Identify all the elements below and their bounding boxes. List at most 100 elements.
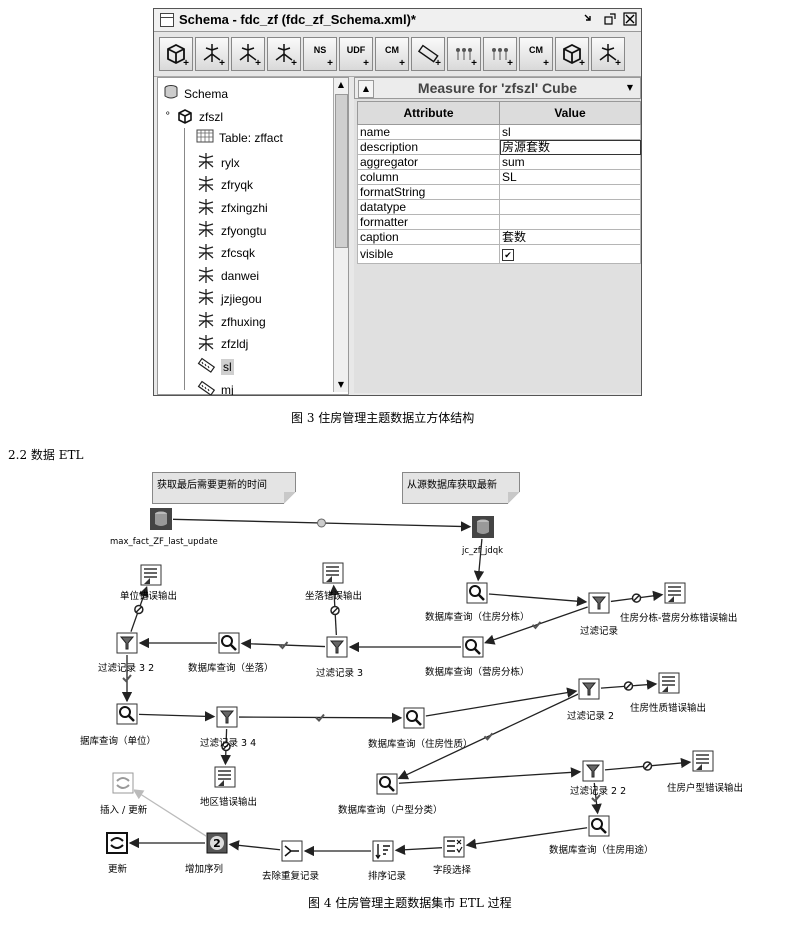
scroll-down-icon[interactable]: ▼ (337, 380, 345, 389)
etl-step-query-yingfang[interactable] (462, 636, 484, 658)
scroll-up-icon[interactable]: ▲ (337, 80, 345, 89)
etl-hop[interactable] (132, 789, 208, 838)
collapse-icon[interactable]: ▲ (358, 80, 374, 98)
etl-hop[interactable] (465, 827, 588, 849)
tree-item-schema[interactable]: Schema (163, 84, 228, 103)
level-add-button[interactable]: + (447, 37, 481, 71)
etl-step-filter3[interactable] (326, 636, 348, 658)
virtual-cube-button[interactable]: + (555, 37, 589, 71)
property-value[interactable] (499, 199, 641, 215)
etl-step-query-huxing[interactable] (376, 773, 398, 795)
etl-step-query-zuoluo[interactable] (218, 632, 240, 654)
column-header-attribute[interactable]: Attribute (357, 101, 500, 125)
etl-step-jc-zf[interactable] (472, 516, 494, 538)
etl-step-filter2[interactable] (578, 678, 600, 700)
etl-hop[interactable] (138, 711, 216, 722)
udf-add-button[interactable]: UDF+ (339, 37, 373, 71)
restore-icon[interactable] (602, 11, 618, 27)
tree-expand-icon[interactable]: ⚬ (164, 107, 172, 118)
tree-item-rylx[interactable]: rylx (196, 152, 240, 173)
property-row[interactable]: formatString (357, 184, 641, 200)
property-value[interactable]: ✔ (499, 244, 641, 264)
etl-hop[interactable] (397, 693, 579, 780)
etl-step-xingzhi-err[interactable] (658, 672, 680, 694)
tree-item-zfcsqk[interactable]: zfcsqk (196, 243, 255, 264)
property-row[interactable]: datatype (357, 199, 641, 215)
etl-step-query-yongtu[interactable] (588, 815, 610, 837)
property-value[interactable]: sl (499, 124, 641, 140)
etl-step-max-fact[interactable] (150, 508, 172, 530)
etl-f-icon (326, 636, 348, 662)
etl-hop[interactable] (240, 638, 326, 650)
minimize-icon[interactable] (582, 11, 598, 27)
etl-hop[interactable] (394, 844, 443, 855)
etl-step-update[interactable] (106, 832, 128, 854)
etl-step-loc-err[interactable] (322, 562, 344, 584)
tree-item-danwei[interactable]: danwei (196, 266, 259, 287)
dimension-add-button[interactable]: + (195, 37, 229, 71)
property-value[interactable]: SL (499, 169, 641, 185)
etl-step-filter34[interactable] (216, 706, 238, 728)
calculated-member-add-button[interactable]: CM+ (375, 37, 409, 71)
tree-item-jzjiegou[interactable]: jzjiegou (196, 288, 262, 309)
etl-step-area-err[interactable] (214, 766, 236, 788)
tree-scrollbar[interactable]: ▲ ▼ (333, 78, 348, 392)
tree-item-zfzldj[interactable]: zfzldj (196, 334, 248, 355)
etl-step-filter22[interactable] (582, 760, 604, 782)
dropdown-icon[interactable]: ▼ (626, 83, 634, 92)
tree-item-zfryqk[interactable]: zfryqk (196, 175, 253, 196)
etl-step-dedup[interactable] (281, 840, 303, 862)
etl-step-unit-err[interactable] (140, 564, 162, 586)
tree-item-zfyongtu[interactable]: zfyongtu (196, 220, 266, 241)
visible-checkbox[interactable]: ✔ (502, 249, 514, 261)
etl-step-filter32[interactable] (116, 632, 138, 654)
property-add-button[interactable]: + (483, 37, 517, 71)
calculated-member-add-2-button[interactable]: CM+ (519, 37, 553, 71)
tree-item-table-zffact[interactable]: Table: zffact (196, 129, 283, 146)
etl-step-huxing-err[interactable] (692, 750, 714, 772)
etl-step-add-seq[interactable]: 2 (206, 832, 228, 854)
virtual-dimension-button[interactable]: + (591, 37, 625, 71)
etl-step-query-danwei[interactable] (116, 703, 138, 725)
etl-hop[interactable] (228, 840, 281, 851)
tree-item-mj[interactable]: mj (196, 379, 234, 395)
measure-add-button[interactable]: + (411, 37, 445, 71)
etl-step-select[interactable] (443, 836, 465, 858)
tree-item-zfxingzhi[interactable]: zfxingzhi (196, 198, 268, 219)
close-icon[interactable] (622, 11, 638, 27)
dimension-usage-add-button[interactable]: + (231, 37, 265, 71)
hierarchy-add-button[interactable]: + (267, 37, 301, 71)
property-value[interactable]: 套数 (499, 229, 641, 245)
etl-hop[interactable] (398, 767, 582, 784)
etl-hop[interactable] (425, 687, 578, 717)
column-header-value[interactable]: Value (499, 101, 641, 125)
property-value[interactable] (499, 184, 641, 200)
tree-item-sl[interactable]: sl (196, 356, 234, 377)
etl-hop[interactable] (488, 593, 588, 607)
etl-step-insert-update[interactable] (112, 772, 134, 794)
scroll-thumb[interactable] (335, 94, 348, 248)
etl-step-query-zhufang-fendong[interactable] (466, 582, 488, 604)
etl-step-query-xingzhi[interactable] (403, 707, 425, 729)
property-row[interactable]: visible✔ (357, 244, 641, 264)
etl-step-zhufang-err[interactable] (664, 582, 686, 604)
etl-hop[interactable] (238, 712, 403, 724)
cube-add-button[interactable]: + (159, 37, 193, 71)
property-row[interactable]: formatter (357, 214, 641, 230)
property-value[interactable] (499, 214, 641, 230)
etl-hop[interactable] (484, 606, 588, 645)
property-value[interactable]: sum (499, 154, 641, 170)
etl-hop[interactable] (591, 782, 602, 815)
property-value[interactable]: 房源套数 (499, 139, 641, 155)
tree-item-zfhuxing[interactable]: zfhuxing (196, 311, 266, 332)
etl-hop[interactable] (473, 538, 485, 582)
named-set-add-button[interactable]: NS+ (303, 37, 337, 71)
etl-step-sort[interactable] (372, 840, 394, 862)
tree-item-zfszl[interactable]: ⚬zfszl (164, 107, 223, 128)
etl-step-filter[interactable] (588, 592, 610, 614)
